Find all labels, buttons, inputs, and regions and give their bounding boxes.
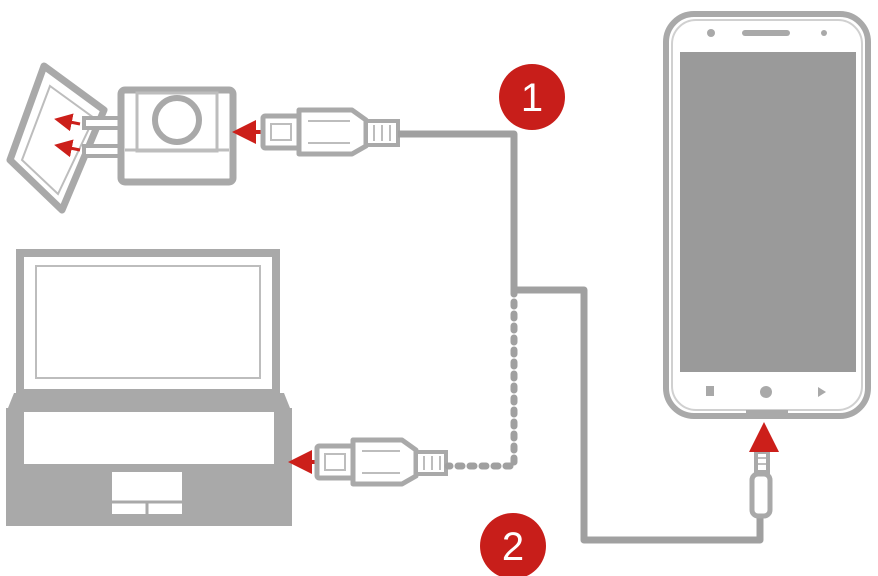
step-1-number: 1 <box>521 76 543 120</box>
step-2-badge: 2 <box>480 513 546 576</box>
step-1-badge: 1 <box>499 64 565 130</box>
cable-dotted <box>444 286 518 470</box>
laptop-icon <box>6 249 292 526</box>
usb-a-plug-icon <box>260 107 400 157</box>
step-2-number: 2 <box>502 525 524 569</box>
wall-outlet-icon <box>6 62 108 214</box>
wall-charger-icon <box>117 86 237 186</box>
smartphone-icon <box>663 11 871 419</box>
micro-usb-plug-icon <box>749 450 773 519</box>
cable-solid <box>398 130 764 544</box>
usb-a-plug-icon <box>314 437 448 487</box>
